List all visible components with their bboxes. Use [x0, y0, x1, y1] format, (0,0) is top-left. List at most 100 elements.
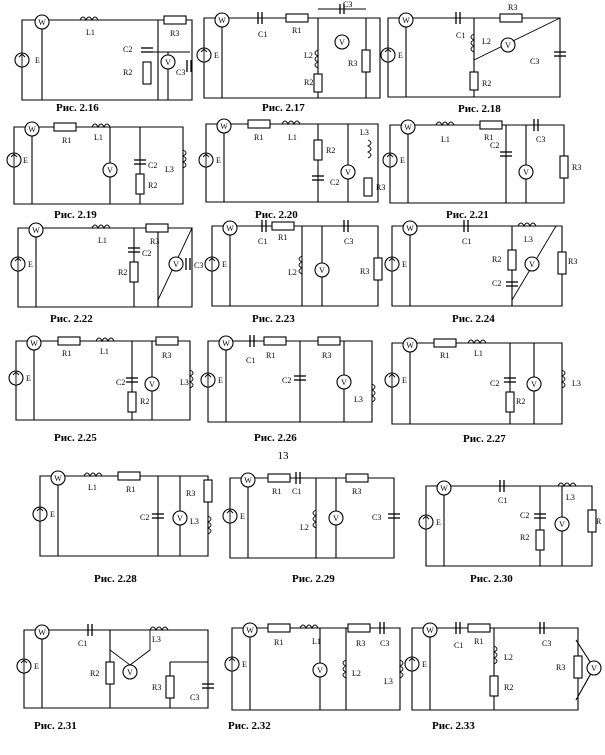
svg-text:E: E — [23, 156, 28, 165]
svg-text:V: V — [591, 664, 597, 673]
wattmeter-icon — [34, 14, 50, 30]
svg-text:V: V — [319, 266, 325, 275]
svg-text:C1: C1 — [498, 496, 507, 505]
svg-text:R3: R3 — [572, 163, 581, 172]
svg-text:V: V — [317, 666, 323, 675]
svg-text:E: E — [402, 376, 407, 385]
svg-text:C2: C2 — [116, 378, 125, 387]
svg-text:W: W — [38, 628, 46, 637]
svg-text:C2: C2 — [123, 45, 132, 54]
svg-text:R3: R3 — [568, 257, 577, 266]
svg-text:E: E — [242, 660, 247, 669]
svg-text:C1: C1 — [454, 641, 463, 650]
svg-text:R3: R3 — [508, 3, 517, 12]
svg-text:V: V — [173, 260, 179, 269]
svg-text:L1: L1 — [441, 135, 450, 144]
svg-text:E: E — [35, 56, 40, 65]
svg-text:V: V — [177, 514, 183, 523]
figure-2-31: W E V C1 L3 R2 R3 C3 Рис. 2.31 — [16, 624, 214, 732]
svg-text:C1: C1 — [462, 237, 471, 246]
figure-2-30: W E V C1 L3 C2 R2 R Рис. 2.30 — [418, 480, 602, 585]
svg-text:E: E — [402, 260, 407, 269]
svg-text:L2: L2 — [504, 653, 513, 662]
svg-text:E: E — [218, 376, 223, 385]
svg-text:R2: R2 — [123, 68, 132, 77]
figure-2-20: W E V R1 L1 R2 L3 C2 R3 Рис. 2.20 — [198, 118, 385, 221]
svg-text:R3: R3 — [162, 351, 171, 360]
figure-2-32: W E V R1 L1 R3 C3 L2 L3 Рис. 2.32 — [224, 622, 404, 732]
svg-text:L1: L1 — [94, 133, 103, 142]
svg-text:R1: R1 — [254, 133, 263, 142]
svg-text:C3: C3 — [190, 693, 199, 702]
svg-text:R2: R2 — [90, 669, 99, 678]
svg-text:R1: R1 — [292, 26, 301, 35]
svg-text:L3: L3 — [572, 379, 581, 388]
svg-text:C2: C2 — [490, 379, 499, 388]
svg-text:L3: L3 — [180, 378, 189, 387]
svg-text:V: V — [531, 380, 537, 389]
svg-text:R3: R3 — [170, 29, 179, 38]
svg-text:L1: L1 — [88, 483, 97, 492]
svg-text:E: E — [28, 260, 33, 269]
svg-text:C3: C3 — [536, 135, 545, 144]
figure-2-21: W E V L1 R1 C3 C2 R3 Рис. 2.21 — [382, 119, 581, 221]
figure-2-22: W E V L1 R3 C2 R2 C3 Рис. 2.22 — [10, 222, 203, 325]
svg-text:W: W — [38, 18, 46, 27]
svg-text:Рис. 2.33: Рис. 2.33 — [432, 720, 475, 732]
svg-text:W: W — [426, 626, 434, 635]
figure-2-18: W E V C1 L2 R3 R2 C3 Рис. 2.18 — [380, 3, 566, 115]
svg-text:R1: R1 — [126, 485, 135, 494]
svg-text:Рис. 2.25: Рис. 2.25 — [54, 432, 97, 444]
svg-text:Рис. 2.30: Рис. 2.30 — [470, 573, 513, 585]
svg-text:W: W — [402, 16, 410, 25]
svg-text:R1: R1 — [484, 133, 493, 142]
svg-text:Рис. 2.27: Рис. 2.27 — [463, 433, 506, 445]
svg-text:R: R — [596, 517, 602, 526]
svg-text:C1: C1 — [258, 30, 267, 39]
svg-text:V: V — [339, 38, 345, 47]
svg-text:L3: L3 — [384, 677, 393, 686]
svg-text:L3: L3 — [354, 395, 363, 404]
svg-text:R1: R1 — [266, 351, 275, 360]
svg-text:V: V — [505, 41, 511, 50]
page-number: 13 — [278, 450, 290, 462]
svg-text:V: V — [127, 668, 133, 677]
svg-text:C3: C3 — [530, 57, 539, 66]
svg-text:L2: L2 — [304, 51, 313, 60]
svg-text:R2: R2 — [304, 78, 313, 87]
figure-2-25: W E V R1 L1 R3 C2 R2 L3 Рис. 2.25 — [8, 335, 194, 444]
svg-text:C2: C2 — [490, 141, 499, 150]
svg-text:R3: R3 — [348, 59, 357, 68]
svg-text:W: W — [404, 123, 412, 132]
svg-text:E: E — [216, 156, 221, 165]
svg-text:E: E — [240, 512, 245, 521]
svg-text:L3: L3 — [360, 128, 369, 137]
svg-text:L1: L1 — [98, 236, 107, 245]
figure-2-26: W E V C1 R1 R3 C2 L3 Рис. 2.26 — [200, 335, 376, 444]
svg-text:C1: C1 — [78, 639, 87, 648]
svg-text:C1: C1 — [292, 487, 301, 496]
figure-2-27: W E V R1 L1 C2 R2 L3 Рис. 2.27 — [384, 337, 581, 445]
svg-text:W: W — [220, 122, 228, 131]
svg-text:C3: C3 — [194, 261, 203, 270]
svg-text:C3: C3 — [344, 237, 353, 246]
svg-text:V: V — [523, 168, 529, 177]
svg-text:V: V — [149, 380, 155, 389]
svg-text:L3: L3 — [524, 235, 533, 244]
svg-text:R3: R3 — [150, 237, 159, 246]
svg-text:W: W — [440, 484, 448, 493]
svg-text:E: E — [400, 156, 405, 165]
svg-text:C2: C2 — [148, 161, 157, 170]
voltmeter-icon — [160, 54, 176, 70]
figure-2-24: W E V C1 L3 R2 C2 R3 Рис. 2.24 — [384, 220, 577, 325]
svg-text:R1: R1 — [474, 637, 483, 646]
svg-text:E: E — [34, 662, 39, 671]
svg-text:C1: C1 — [258, 237, 267, 246]
svg-text:R3: R3 — [352, 487, 361, 496]
figure-2-33: W E V C1 R1 C3 L2 R2 R3 Рис. 2.33 — [404, 622, 602, 732]
svg-text:E: E — [214, 51, 219, 60]
svg-text:C3: C3 — [542, 639, 551, 648]
svg-text:L3: L3 — [190, 517, 199, 526]
svg-text:V: V — [165, 58, 171, 67]
